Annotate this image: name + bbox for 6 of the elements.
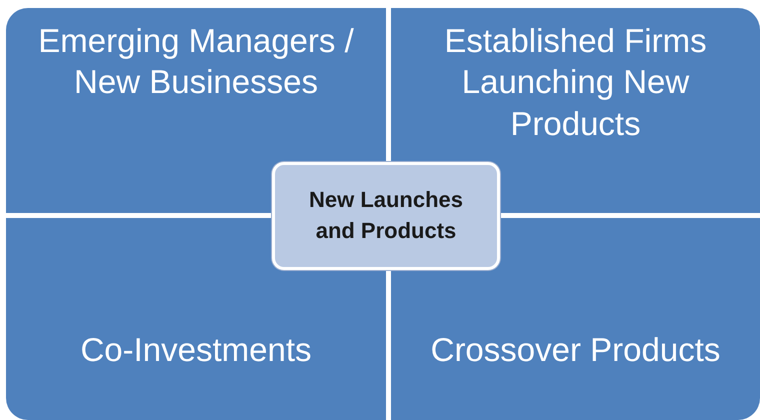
- quadrant-label: Established Firms Launching New Products: [443, 21, 708, 144]
- center-box: [272, 162, 500, 270]
- quadrant-label: Emerging Managers / New Businesses: [37, 21, 355, 102]
- quadrant-label: Crossover Products: [430, 330, 720, 370]
- quadrant-label: Co-Investments: [80, 330, 312, 370]
- center-label: New Launches and Products: [308, 186, 464, 245]
